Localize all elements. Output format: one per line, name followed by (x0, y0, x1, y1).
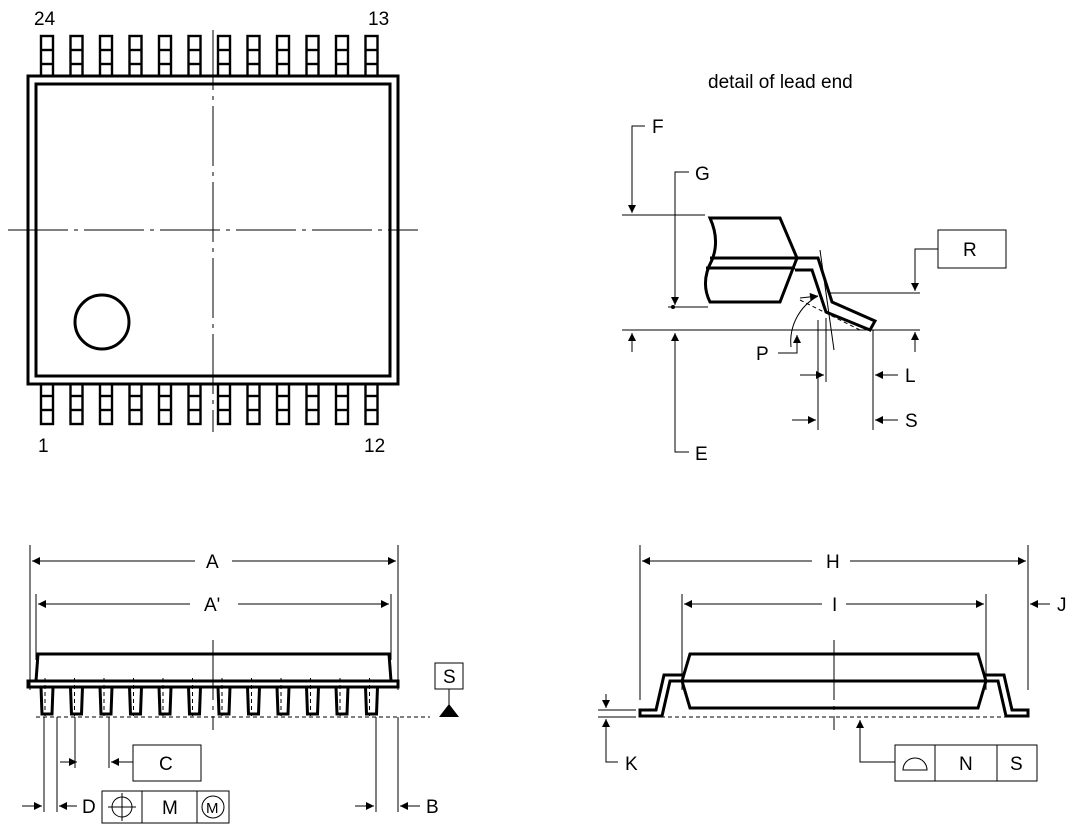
label-K: K (625, 754, 638, 775)
bottom-pin-row (39, 382, 379, 426)
pin (305, 382, 320, 426)
side-pin (128, 678, 143, 716)
pin (364, 382, 379, 426)
pin (157, 34, 173, 78)
label-F: F (652, 117, 664, 138)
pin (364, 34, 379, 78)
pin (216, 34, 232, 78)
label-E: E (695, 444, 708, 465)
frame-value-cell (141, 790, 198, 824)
top-view: 24 13 1 12 (8, 9, 418, 457)
end-lead-left (638, 673, 684, 718)
label-box-R (937, 229, 1007, 269)
pin (275, 34, 291, 78)
side-pin (98, 678, 114, 716)
dim-P-arrow (778, 335, 801, 354)
pin (98, 382, 114, 426)
flatness-symbol-cell (894, 744, 936, 782)
side-pin (305, 678, 320, 716)
flatness-value: N (959, 754, 973, 775)
pin (216, 382, 232, 426)
position-tolerance-value: M (162, 798, 178, 819)
pin-label-12: 12 (364, 436, 385, 457)
pin (187, 34, 202, 78)
position-tolerance-frame: M M (101, 790, 230, 824)
label-A-prime: A' (204, 595, 220, 616)
pin (39, 34, 55, 78)
label-C: C (159, 754, 173, 775)
label-box-C (132, 744, 202, 782)
angle-P-arrow (799, 292, 819, 301)
label-G: G (695, 164, 710, 185)
pin (246, 34, 261, 78)
side-pin (69, 678, 84, 716)
datum-triangle (439, 704, 459, 717)
side-pin (364, 678, 379, 716)
lead-tangent (819, 249, 835, 351)
side-pin-row (39, 678, 379, 716)
label-P: P (756, 344, 769, 365)
pin (69, 34, 84, 78)
flatness-tolerance-frame: N S (894, 744, 1038, 782)
pin (246, 382, 261, 426)
label-B: B (426, 797, 439, 818)
mmc-modifier-letter: M (206, 800, 219, 817)
top-pin-row (39, 34, 379, 78)
pin-label-24: 24 (34, 9, 56, 30)
label-H: H (826, 552, 840, 573)
dim-G-arrow (671, 171, 689, 305)
pin (128, 382, 143, 426)
pin (39, 382, 55, 426)
pin (187, 382, 202, 426)
dim-E-arrow (671, 333, 689, 453)
label-L: L (905, 366, 916, 387)
dim-R-arrow-top (911, 248, 938, 291)
side-pin (216, 678, 232, 716)
side-pin (157, 678, 173, 716)
pin1-marker (73, 293, 131, 351)
label-I: I (832, 595, 837, 616)
side-pin (334, 678, 350, 716)
label-D: D (82, 797, 96, 818)
side-view: A A' S C D (22, 545, 464, 824)
lead-detail: detail of lead end F G E R P (622, 72, 1007, 465)
end-lead-right (984, 673, 1030, 718)
pin (275, 382, 291, 426)
dim-K-bottom (602, 719, 618, 763)
side-pin (275, 678, 291, 716)
side-pin (187, 678, 202, 716)
side-pin (39, 678, 55, 716)
position-icon (108, 793, 136, 821)
label-S-datum: S (443, 667, 456, 688)
label-S-detail: S (905, 411, 918, 432)
end-view: H I J K N S (598, 545, 1067, 782)
flatness-icon (902, 757, 928, 771)
pin-label-1: 1 (38, 436, 49, 457)
label-A: A (206, 552, 219, 573)
dim-F-arrow-top (628, 125, 645, 213)
ref-point (671, 305, 675, 309)
pin (98, 34, 114, 78)
flatness-leader (856, 720, 895, 763)
label-R: R (963, 240, 977, 261)
pin-label-13: 13 (368, 9, 389, 30)
lead-shape (795, 256, 878, 332)
detail-title: detail of lead end (708, 72, 853, 93)
datum-box-S (434, 662, 464, 690)
mmc-modifier-icon (201, 795, 225, 819)
flatness-datum: S (1010, 754, 1023, 775)
body-stub (704, 216, 799, 304)
pin (128, 34, 143, 78)
pin (334, 382, 350, 426)
pin (305, 34, 320, 78)
side-pin (246, 678, 261, 716)
angle-P-arc (790, 295, 819, 348)
pin (69, 382, 84, 426)
flatness-datum-cell (996, 744, 1038, 782)
pin (157, 382, 173, 426)
label-J: J (1057, 595, 1067, 616)
pin (334, 34, 350, 78)
